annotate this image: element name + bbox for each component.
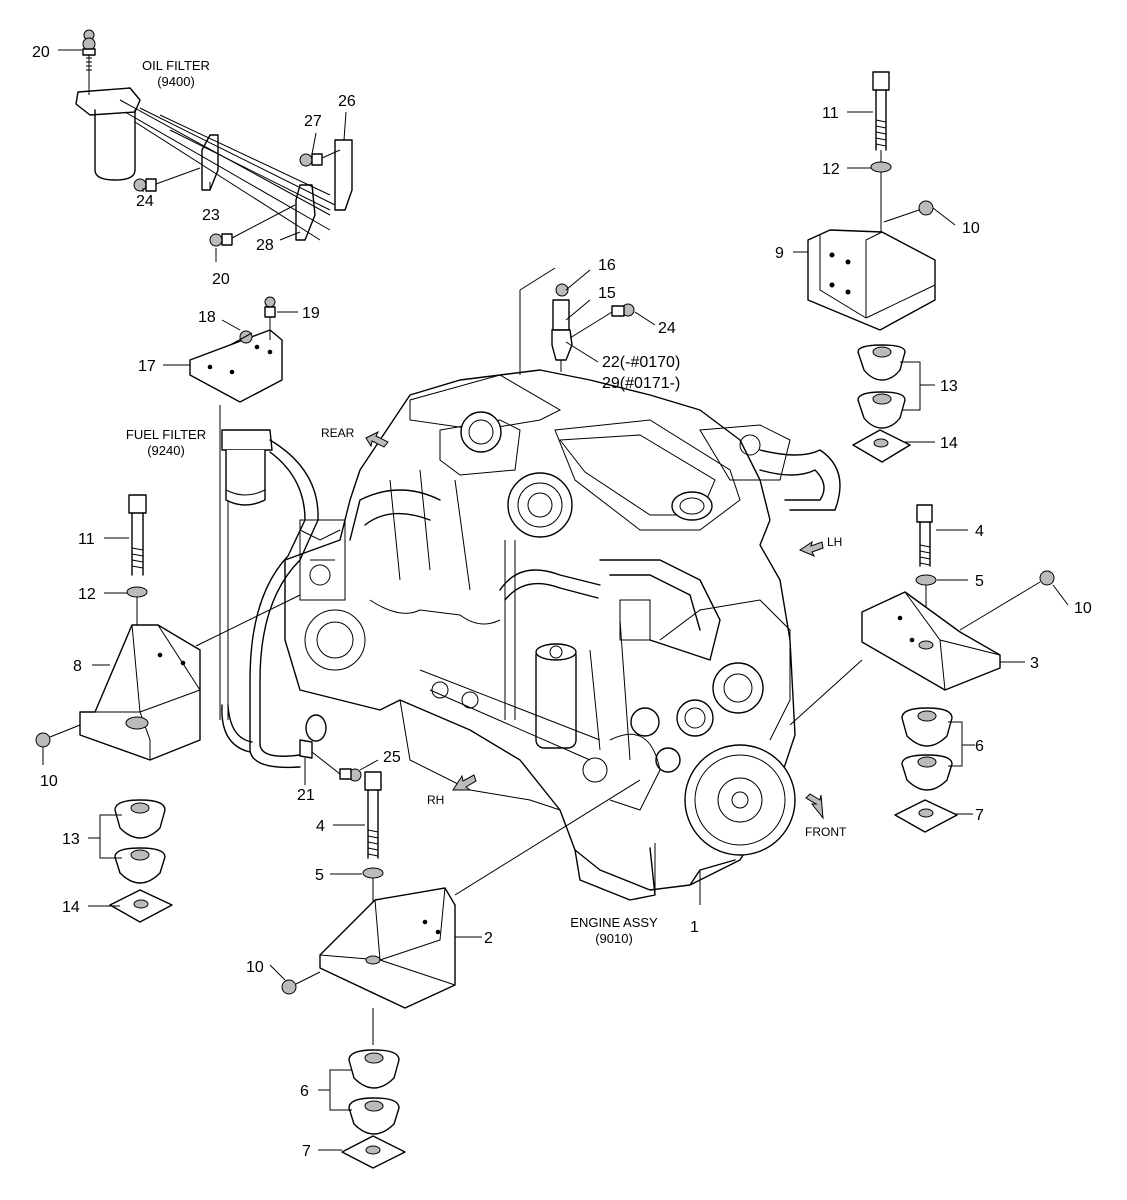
bolt-4-right (916, 504, 933, 567)
front-label: FRONT (805, 825, 847, 839)
bracket-2 (319, 887, 456, 1045)
engine-assembly (284, 369, 841, 901)
callout-20: 20 (32, 44, 50, 61)
callout-27: 27 (304, 113, 322, 130)
callout-16: 16 (598, 257, 616, 274)
callout-9: 9 (775, 245, 784, 262)
callout-2: 2 (484, 930, 493, 947)
bolt-10-right (959, 570, 1055, 631)
bolt-19 (264, 296, 276, 340)
bolt-18 (229, 330, 253, 346)
sensor-group-15-16-22 (519, 267, 635, 375)
callout-10: 10 (1074, 600, 1092, 617)
bolt-20-oil-filter (209, 204, 296, 247)
plate-14-right (852, 429, 911, 463)
cushion-6-right (901, 707, 953, 791)
lh-label: LH (827, 535, 842, 549)
callout-10: 10 (40, 773, 58, 790)
cushion-6-left (348, 1049, 400, 1135)
callout-5: 5 (315, 867, 324, 884)
hose-clamp-21 (299, 714, 327, 759)
callout-18: 18 (198, 309, 216, 326)
callout-26: 26 (338, 93, 356, 110)
callout-10: 10 (962, 220, 980, 237)
washer-5-left (362, 867, 384, 905)
callout-19: 19 (302, 305, 320, 322)
callout-17: 17 (138, 358, 156, 375)
callout-24: 24 (136, 193, 154, 210)
engine-assy-code: (9010) (595, 931, 633, 946)
callout-12: 12 (78, 586, 96, 603)
callout-7: 7 (302, 1143, 311, 1160)
leader-lines (42, 49, 1069, 1151)
callout-22: 22(-#0170) (602, 354, 680, 371)
callout-24: 24 (658, 320, 676, 337)
callout-1: 1 (690, 919, 699, 936)
engine-assy-caption: ENGINE ASSY (570, 915, 658, 930)
bolt-11-right (872, 71, 890, 165)
oil-filter-assembly (75, 87, 353, 241)
bracket-9 (807, 229, 936, 331)
callout-6: 6 (975, 738, 984, 755)
washer-12-right (870, 161, 892, 240)
rh-arrow-icon (452, 774, 477, 791)
lh-arrow-icon (798, 540, 824, 557)
callout-29: 29(#0171-) (602, 375, 680, 392)
front-arrow-icon (805, 793, 824, 820)
oil-filter-caption: OIL FILTER (142, 58, 210, 73)
oil-filter-code: (9400) (157, 74, 195, 89)
callout-numbers: 20 24 23 20 28 27 26 11 12 10 9 13 14 16… (32, 44, 1092, 1160)
bracket-8 (79, 624, 201, 761)
fuel-filter-bracket-17 (189, 329, 283, 403)
bolt-10-left (35, 724, 81, 748)
callout-6: 6 (300, 1083, 309, 1100)
fuel-filter-code: (9240) (147, 443, 185, 458)
cushion-13-right (857, 344, 906, 429)
callout-23: 23 (202, 207, 220, 224)
bolt-27 (299, 149, 341, 167)
callout-25: 25 (383, 749, 401, 766)
washer-5-right (915, 574, 937, 618)
callout-4: 4 (975, 523, 984, 540)
rh-label: RH (427, 793, 444, 807)
callout-4: 4 (316, 818, 325, 835)
bolt-10-front (281, 971, 321, 995)
rear-label: REAR (321, 426, 355, 440)
callout-8: 8 (73, 658, 82, 675)
callout-7: 7 (975, 807, 984, 824)
fuel-filter-body (219, 405, 273, 720)
callout-28: 28 (256, 237, 274, 254)
bolt-25 (311, 751, 362, 782)
callout-11: 11 (78, 531, 95, 548)
callout-15: 15 (598, 285, 616, 302)
callout-10: 10 (246, 959, 264, 976)
callout-13: 13 (940, 378, 958, 395)
plate-7-right (894, 799, 958, 833)
callout-12: 12 (822, 161, 840, 178)
fuel-hose (221, 439, 319, 769)
cushion-13-left (114, 799, 166, 884)
callout-21: 21 (297, 787, 315, 804)
callout-3: 3 (1030, 655, 1039, 672)
bolt-11-left (128, 494, 147, 576)
fuel-filter-caption: FUEL FILTER (126, 427, 206, 442)
callout-20: 20 (212, 271, 230, 288)
bolt-20-top (82, 29, 96, 95)
bracket-3 (861, 591, 1001, 691)
callout-13: 13 (62, 831, 80, 848)
bolt-10-right-top (883, 200, 934, 223)
bolt-24-oil-filter (133, 167, 201, 192)
reference-lines (195, 594, 863, 905)
bolt-4-left (364, 771, 382, 859)
callout-14: 14 (62, 899, 80, 916)
rear-arrow-icon (365, 430, 389, 448)
callout-11: 11 (822, 105, 839, 122)
callout-14: 14 (940, 435, 958, 452)
callout-5: 5 (975, 573, 984, 590)
plate-14-left (109, 889, 173, 923)
plate-7-left (341, 1135, 406, 1169)
